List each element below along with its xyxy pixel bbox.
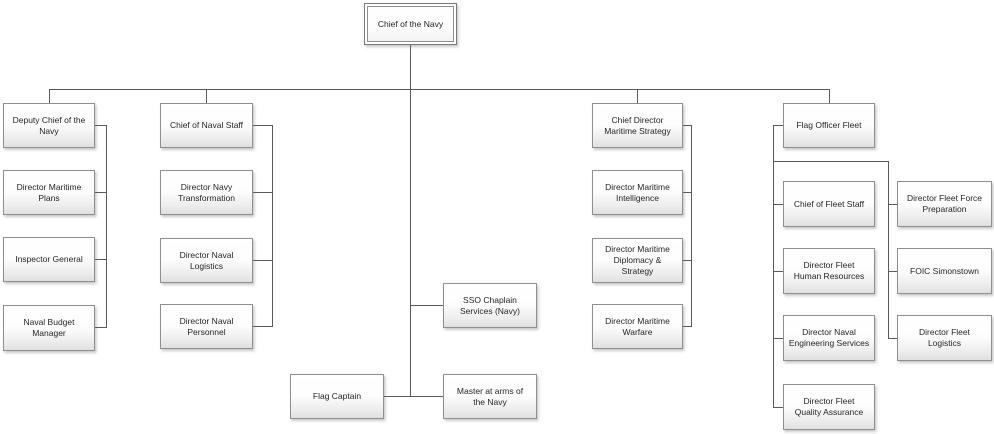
org-node-director-maritime-diplomacy-strategy[interactable]: Director Maritime Diplomacy & Strategy bbox=[592, 238, 683, 283]
connector-stub bbox=[95, 327, 106, 328]
org-node-director-fleet-human-resources[interactable]: Director Fleet Human Resources bbox=[783, 248, 875, 294]
org-node-director-fleet-quality-assurance[interactable]: Director Fleet Quality Assurance bbox=[783, 384, 875, 430]
org-node-director-naval-engineering-services[interactable]: Director Naval Engineering Services bbox=[783, 315, 875, 361]
connector-drop-naval-staff bbox=[206, 89, 207, 103]
connector-drop-deputy bbox=[49, 89, 50, 103]
connector-drop-maritime-strategy bbox=[637, 89, 638, 103]
connector-stub bbox=[683, 192, 691, 193]
org-node-inspector-general[interactable]: Inspector General bbox=[3, 237, 95, 282]
connector-root-drop bbox=[410, 45, 411, 89]
connector-stub bbox=[95, 125, 106, 126]
org-node-foic-simonstown[interactable]: FOIC Simonstown bbox=[897, 248, 992, 294]
connector-main-horizontal bbox=[49, 89, 830, 90]
org-node-sso-chaplain-services[interactable]: SSO Chaplain Services (Navy) bbox=[443, 283, 537, 328]
org-node-director-navy-transformation[interactable]: Director Navy Transformation bbox=[160, 170, 253, 215]
connector-stub bbox=[773, 338, 783, 339]
connector-stub-fleet-head bbox=[773, 125, 783, 126]
connector-drop-fleet bbox=[829, 89, 830, 103]
org-node-director-fleet-logistics[interactable]: Director Fleet Logistics bbox=[897, 315, 992, 361]
org-node-chief-of-fleet-staff[interactable]: Chief of Fleet Staff bbox=[783, 181, 875, 227]
connector-flag-master bbox=[384, 396, 443, 397]
connector-stub bbox=[888, 338, 897, 339]
connector-rail-maritime-strategy bbox=[691, 125, 692, 327]
connector-rail-deputy bbox=[106, 125, 107, 328]
org-node-flag-captain[interactable]: Flag Captain bbox=[290, 374, 384, 419]
connector-stub bbox=[683, 326, 691, 327]
connector-stub bbox=[253, 260, 272, 261]
connector-stub bbox=[773, 204, 783, 205]
org-node-director-naval-personnel[interactable]: Director Naval Personnel bbox=[160, 304, 253, 349]
org-node-director-maritime-warfare[interactable]: Director Maritime Warfare bbox=[592, 304, 683, 349]
connector-stub bbox=[888, 204, 897, 205]
org-node-director-naval-logistics[interactable]: Director Naval Logistics bbox=[160, 238, 253, 283]
connector-fleet-cross bbox=[773, 161, 888, 162]
org-node-director-fleet-force-preparation[interactable]: Director Fleet Force Preparation bbox=[897, 181, 992, 227]
org-node-master-at-arms[interactable]: Master at arms of the Navy bbox=[443, 374, 537, 419]
org-node-deputy-chief-of-the-navy[interactable]: Deputy Chief of the Navy bbox=[3, 103, 95, 148]
org-node-director-maritime-intelligence[interactable]: Director Maritime Intelligence bbox=[592, 170, 683, 215]
org-node-chief-of-the-navy[interactable]: Chief of the Navy bbox=[364, 3, 457, 45]
org-node-chief-of-naval-staff[interactable]: Chief of Naval Staff bbox=[160, 103, 253, 148]
org-node-director-maritime-plans[interactable]: Director Maritime Plans bbox=[3, 170, 95, 215]
connector-stub bbox=[773, 271, 783, 272]
connector-rail-naval-staff bbox=[272, 125, 273, 327]
connector-stub bbox=[683, 260, 691, 261]
connector-stub-sso bbox=[410, 305, 443, 306]
connector-stub bbox=[253, 125, 272, 126]
connector-stub bbox=[253, 192, 272, 193]
connector-stub bbox=[253, 326, 272, 327]
connector-rail-fleet-right bbox=[888, 161, 889, 338]
org-node-naval-budget-manager[interactable]: Naval Budget Manager bbox=[3, 305, 95, 351]
connector-center-spine bbox=[410, 89, 411, 396]
org-node-flag-officer-fleet[interactable]: Flag Officer Fleet bbox=[783, 103, 875, 148]
connector-stub bbox=[683, 125, 691, 126]
connector-stub bbox=[773, 407, 783, 408]
connector-stub bbox=[95, 192, 106, 193]
org-node-chief-director-maritime-strategy[interactable]: Chief Director Maritime Strategy bbox=[592, 103, 683, 148]
connector-rail-fleet-left bbox=[773, 125, 774, 408]
connector-stub bbox=[95, 259, 106, 260]
connector-stub bbox=[888, 271, 897, 272]
